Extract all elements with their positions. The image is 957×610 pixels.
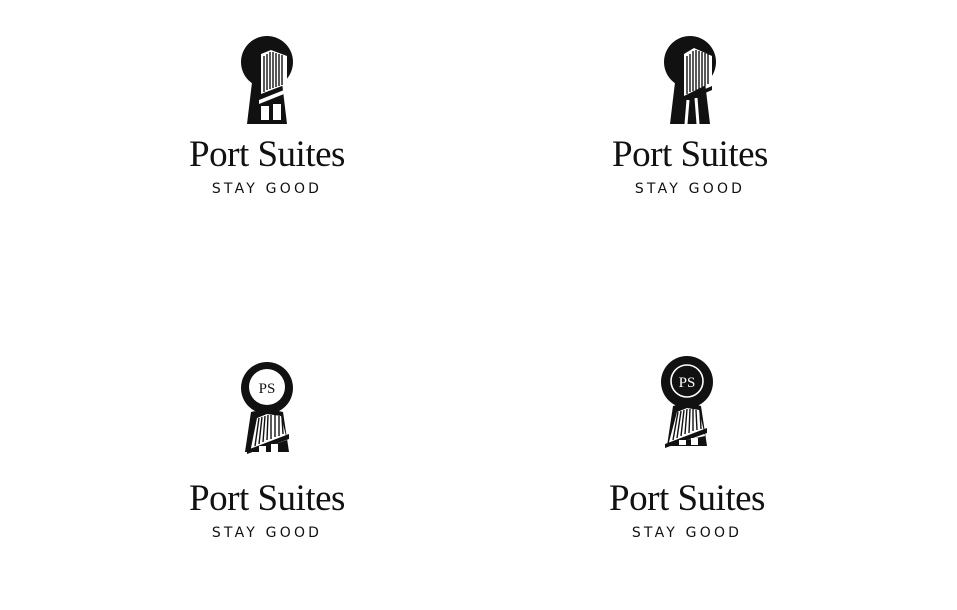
monogram-text: PS xyxy=(259,381,276,397)
monogram-text: PS xyxy=(679,375,696,391)
keyhole-bridge-road-icon xyxy=(664,36,716,125)
logo-variant-1: Port Suites STAY GOOD xyxy=(157,30,377,230)
keyhole-monogram-solid-icon: PS xyxy=(661,356,713,448)
keyhole-bridge-icon xyxy=(241,36,293,124)
tagline: STAY GOOD xyxy=(634,181,746,197)
brand-name: Port Suites xyxy=(189,134,345,175)
tagline: STAY GOOD xyxy=(211,181,323,197)
brand-name: Port Suites xyxy=(612,134,768,175)
tagline: STAY GOOD xyxy=(211,525,323,541)
logo-variant-4: PS Port Suites STAY GOOD xyxy=(577,350,797,550)
brand-name: Port Suites xyxy=(189,478,345,519)
tagline: STAY GOOD xyxy=(631,525,743,541)
logo-variant-3: PS Port Suites STAY GOOD xyxy=(157,355,377,555)
logo-variant-2: Port Suites STAY GOOD xyxy=(580,30,800,230)
keyhole-monogram-icon: PS xyxy=(241,362,293,454)
brand-name: Port Suites xyxy=(609,478,765,519)
